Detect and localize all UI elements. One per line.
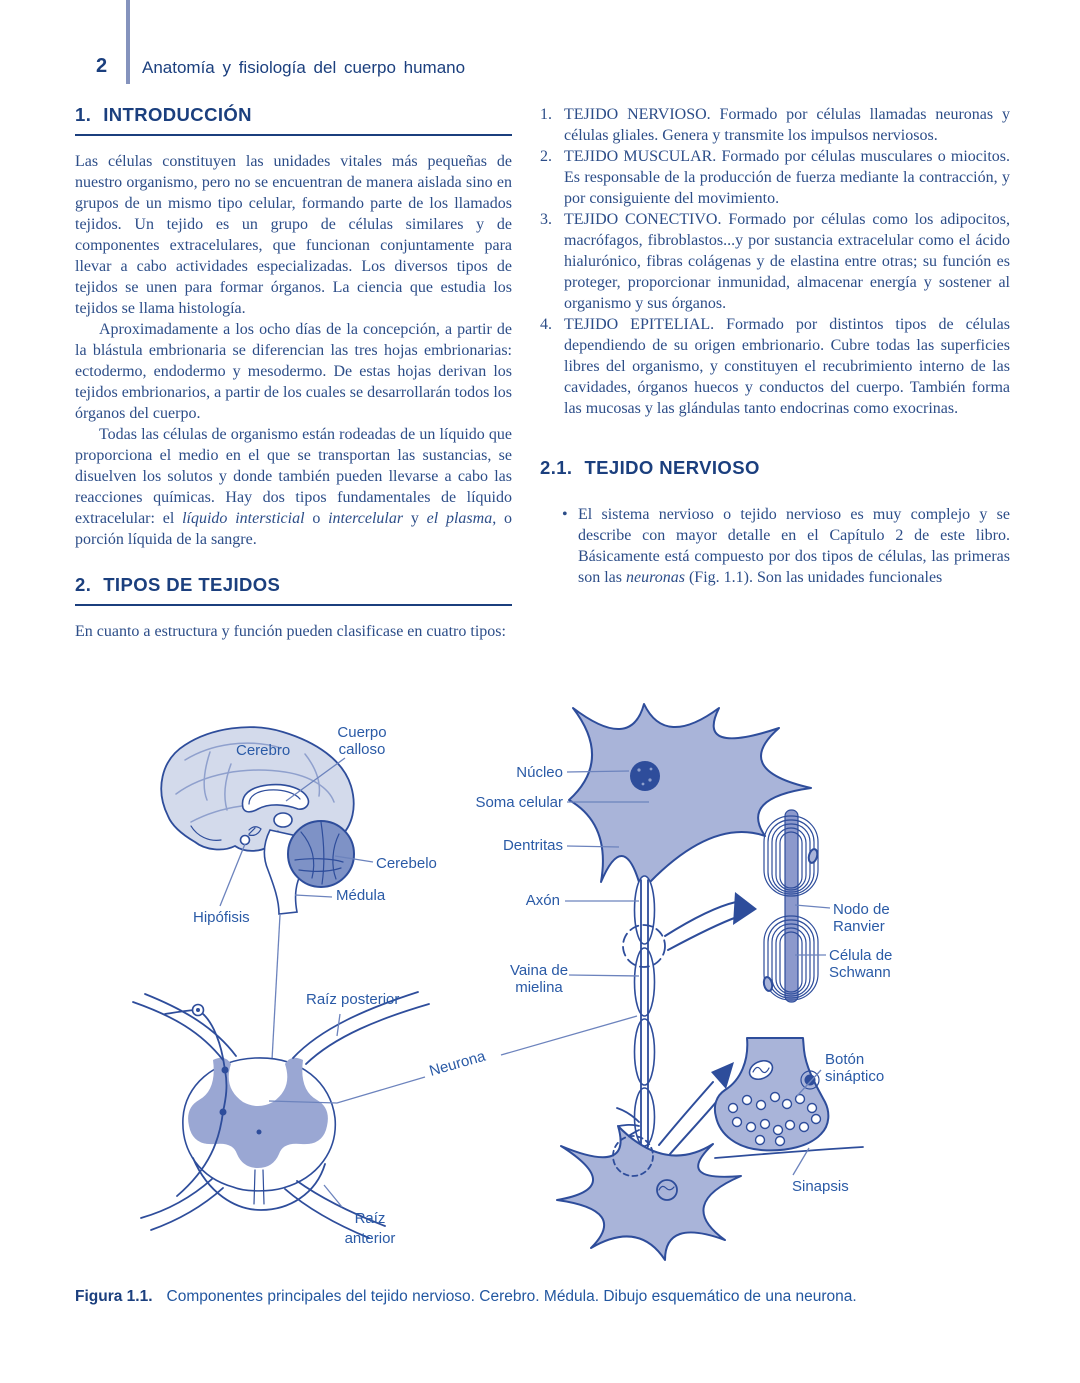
postsynaptic-neuron [556, 1125, 742, 1261]
label-hipofisis: Hipófisis [193, 909, 250, 926]
gray-matter-shape [188, 1057, 328, 1168]
synapse-contact-circle [612, 1135, 654, 1177]
neuron-nucleus [656, 1179, 678, 1201]
label-nodo-de-ranvier: Ranvier [833, 918, 885, 935]
label-raiz-anterior: anterior [345, 1230, 396, 1247]
label-sinapsis: Sinapsis [792, 1178, 849, 1195]
myelin-segment [633, 947, 656, 1017]
label-cerebelo: Cerebelo [376, 855, 437, 872]
axon-core-bar [784, 809, 799, 1003]
figure-caption-tag: Figura 1.1. [75, 1288, 153, 1305]
neuron-soma-dendrites [556, 1125, 742, 1261]
neuron-nucleus [630, 761, 660, 791]
tissue-list-item: 1. TEJIDO NERVIOSO. Formado por células … [540, 106, 1010, 144]
paragraph: Aproximadamente a los ocho días de la co… [75, 321, 512, 422]
section-1-heading: 1.INTRODUCCIÓN [75, 104, 512, 136]
dorsal-root-right [292, 991, 419, 1059]
tissue-list-item: 2. TEJIDO MUSCULAR. Formado por células … [540, 148, 1011, 207]
synaptic-bouton-detail: Botón sináptico Sinapsis [713, 1037, 884, 1195]
schwann-cell-detail: Nodo de Ranvier Célula de Schwann [762, 809, 892, 1003]
figure-caption-text: Componentes principales del tejido nervi… [166, 1288, 857, 1305]
neuron-soma-dendrites [568, 703, 812, 883]
section-2-1-heading: 2.1.TEJIDO NERVIOSO [540, 457, 760, 478]
brain-diagram: Cerebro Cuerpo calloso Cerebelo Médula H… [160, 724, 437, 1079]
zoom-arrow-to-myelin [664, 892, 757, 951]
myelin-segment [633, 1018, 656, 1086]
bullet-marker: • [562, 506, 568, 523]
paragraph: Las células constituyen las unidades vit… [75, 153, 512, 317]
ventral-root-left [150, 1187, 224, 1231]
figure-1-1-illustration: Cerebro Cuerpo calloso Cerebelo Médula H… [132, 703, 892, 1261]
label-boton-sinaptico: Botón [825, 1051, 864, 1068]
neurona-leader-line [268, 1076, 426, 1104]
section-2-heading: 2.TIPOS DE TEJIDOS [75, 574, 512, 606]
figure-caption: Figura 1.1. Componentes principales del t… [75, 1288, 995, 1306]
corpus-callosum-shape [241, 783, 310, 813]
label-axon: Axón [526, 892, 560, 909]
running-title: Anatomía y fisiología del cuerpo humano [142, 58, 466, 77]
label-celula-de-schwann: Célula de [829, 947, 892, 964]
schwann-nucleus [807, 848, 819, 864]
myelin-segment [633, 875, 656, 945]
spinal-cord-diagram: Raíz posterior Raíz anterior Neurona [132, 991, 638, 1247]
paragraph: Todas las células de organismo están rod… [75, 426, 512, 548]
paragraph: En cuanto a estructura y función pueden … [75, 623, 506, 640]
thalamus-shape [273, 812, 293, 828]
bullet-item: • El sistema nervioso o tejido nervioso … [562, 506, 1010, 586]
label-neurona: Neurona [427, 1047, 488, 1079]
right-column: 1. TEJIDO NERVIOSO. Formado por células … [540, 104, 1010, 588]
label-raiz-anterior: Raíz [355, 1210, 386, 1227]
myelin-segment [633, 1087, 656, 1147]
page-number: 2 [96, 55, 108, 77]
postsynaptic-membrane [714, 1146, 864, 1159]
label-soma-celular: Soma celular [475, 794, 563, 811]
label-medula: Médula [336, 887, 386, 904]
label-cuerpo-calloso: Cuerpo [337, 724, 386, 741]
pituitary-shape [239, 834, 251, 846]
dense-vesicle [804, 1074, 816, 1086]
label-raiz-posterior: Raíz posterior [306, 991, 399, 1008]
label-cuerpo-calloso: calloso [339, 741, 386, 758]
label-vaina-de-mielina: Vaina de [510, 962, 568, 979]
label-vaina-de-mielina: mielina [515, 979, 563, 996]
left-column: 1.INTRODUCCIÓN Las células constituyen l… [75, 104, 512, 642]
dorsal-root-left [132, 1001, 224, 1061]
tissue-list-item: 3. TEJIDO CONECTIVO. Formado por células… [540, 211, 1010, 312]
label-celula-de-schwann: Schwann [829, 964, 891, 981]
tissue-list-item: 4. TEJIDO EPITELIAL. Formado por distint… [540, 316, 1011, 417]
ventral-root-right [284, 1188, 370, 1239]
header-divider-bar [126, 0, 130, 84]
label-cerebro: Cerebro [236, 742, 290, 759]
synaptic-vesicles [727, 1091, 822, 1147]
axon-line [640, 879, 649, 1147]
node-highlight-circle [622, 924, 666, 968]
label-dentritas: Dentritas [503, 837, 563, 854]
label-nodo-de-ranvier: Nodo de [833, 901, 890, 918]
cerebellum-shape [287, 820, 355, 888]
label-nucleo: Núcleo [516, 764, 563, 781]
schwann-nucleus [762, 976, 774, 992]
neuron-diagram: Núcleo Soma celular Dentritas Axón Vaina… [475, 703, 812, 1171]
label-boton-sinaptico: sináptico [825, 1068, 884, 1085]
